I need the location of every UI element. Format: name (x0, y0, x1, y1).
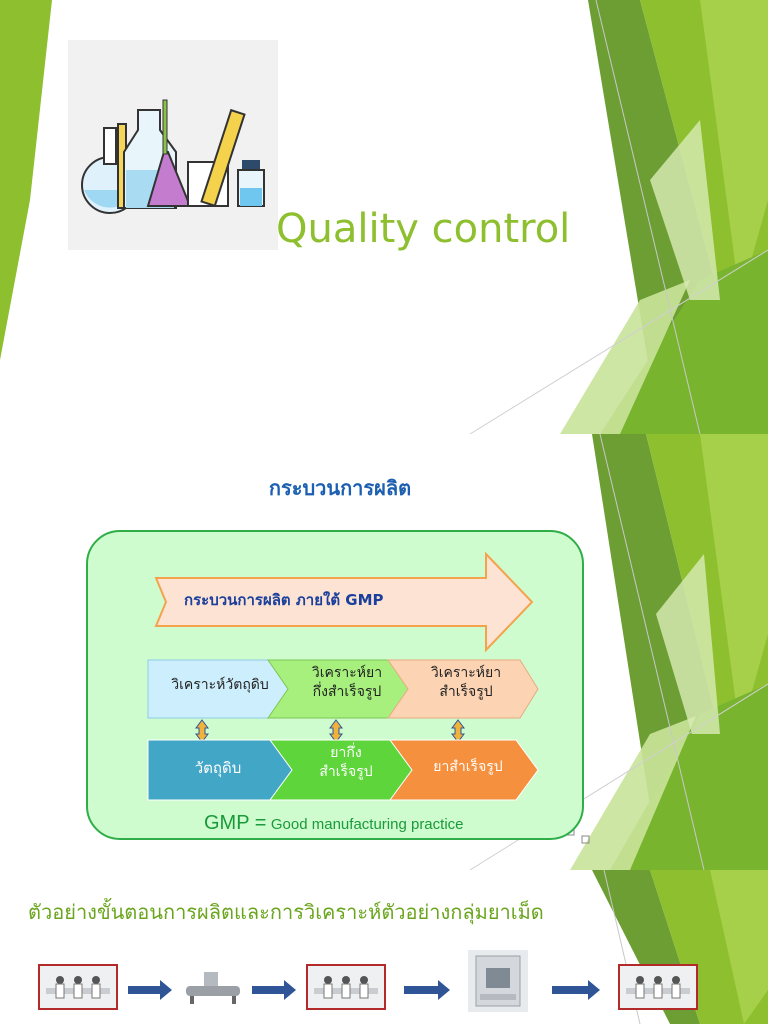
lab-analysis-image (618, 964, 698, 1010)
flow-arrow (252, 986, 286, 994)
process-diagram-shapes (147, 551, 539, 801)
section-title: ตัวอย่างขั้นตอนการผลิตและการวิเคราะห์ตัว… (28, 900, 544, 924)
slide-quality-control: Quality control (0, 0, 768, 434)
material-step-3: ยาสำเร็จรูป (433, 759, 503, 775)
flow-arrow-head (588, 980, 600, 1000)
gmp-abbreviation: GMP = (204, 812, 267, 834)
analysis-chevron-finished (387, 659, 539, 719)
gmp-definition: GMP = Good manufacturing practice (204, 812, 464, 835)
slide-tablet-production-example: ตัวอย่างขั้นตอนการผลิตและการวิเคราะห์ตัว… (0, 870, 768, 1024)
material-step-1: วัตถุดิบ (194, 759, 242, 777)
green-facet-decoration (0, 0, 768, 434)
analysis-step-2: วิเคราะห์ยากึ่งสำเร็จรูป (311, 665, 383, 700)
laboratory-glassware-image (68, 40, 278, 250)
gmp-process-arrow (154, 551, 534, 653)
lab-analysis-image (38, 964, 118, 1010)
analysis-step-1: วิเคราะห์วัตถุดิบ (171, 677, 269, 693)
process-diagram-panel: กระบวนการผลิต ภายใต้ GMP วิเคราะห์วัตถุด… (86, 530, 584, 840)
gmp-full-name: Good manufacturing practice (270, 816, 464, 833)
green-facet-decoration (469, 434, 768, 870)
flow-arrow (128, 986, 166, 994)
flow-arrow (552, 986, 592, 994)
material-step-2: ยากึ่งสำเร็จรูป (319, 745, 373, 780)
slide-production-process: กระบวนการผลิต กระบวนการผลิต ภายใต้ GMP ว… (0, 434, 768, 870)
tablet-press-image (468, 950, 528, 1012)
material-chevron-finished (389, 739, 539, 801)
flow-arrow-head (438, 980, 450, 1000)
page-title: Quality control (276, 206, 571, 252)
gmp-arrow-label: กระบวนการผลิต ภายใต้ GMP (184, 591, 384, 609)
mixer-machine-image (184, 970, 242, 1006)
flow-arrow (404, 986, 440, 994)
flow-arrow-head (284, 980, 296, 1000)
lab-analysis-image (306, 964, 386, 1010)
flow-arrow-head (160, 980, 172, 1000)
analysis-step-3: วิเคราะห์ยาสำเร็จรูป (430, 665, 502, 700)
section-title: กระบวนการผลิต (268, 476, 412, 500)
